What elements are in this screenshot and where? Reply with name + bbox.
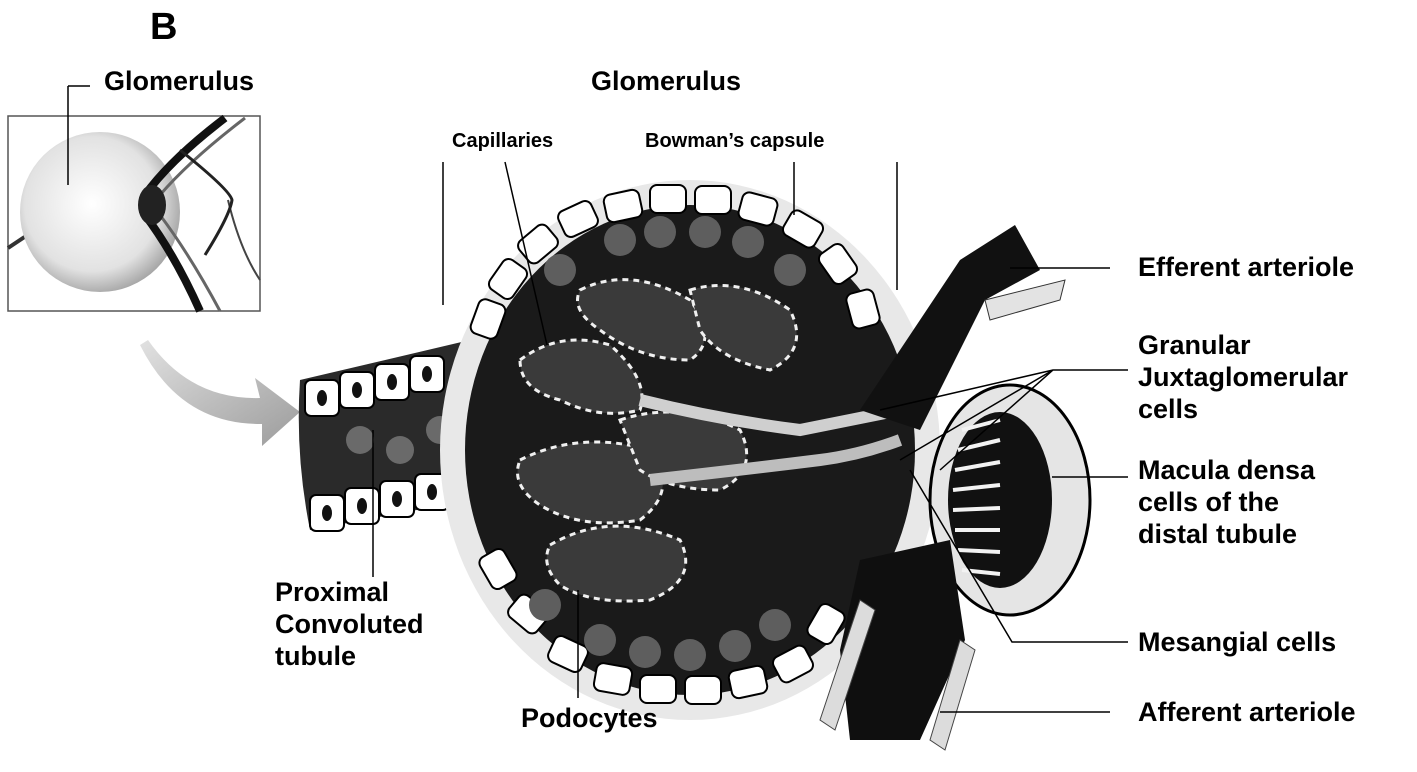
label-mesangial-cells: Mesangial cells <box>1138 627 1336 659</box>
label-macula-densa: Macula densa cells of the distal tubule <box>1138 455 1315 551</box>
label-afferent-arteriole: Afferent arteriole <box>1138 697 1356 729</box>
label-granular-jg-cells: Granular Juxtaglomerular cells <box>1138 330 1348 426</box>
inset-title: Glomerulus <box>104 66 254 98</box>
label-capillaries: Capillaries <box>452 130 553 154</box>
main-title: Glomerulus <box>591 66 741 98</box>
label-bowmans-capsule: Bowman’s capsule <box>645 130 824 154</box>
label-podocytes: Podocytes <box>521 703 658 735</box>
inset-box <box>8 86 260 311</box>
zoom-arrow <box>140 340 300 446</box>
label-efferent-arteriole: Efferent arteriole <box>1138 252 1354 284</box>
label-proximal-tubule: Proximal Convoluted tubule <box>275 577 424 673</box>
panel-letter: B <box>150 5 177 50</box>
